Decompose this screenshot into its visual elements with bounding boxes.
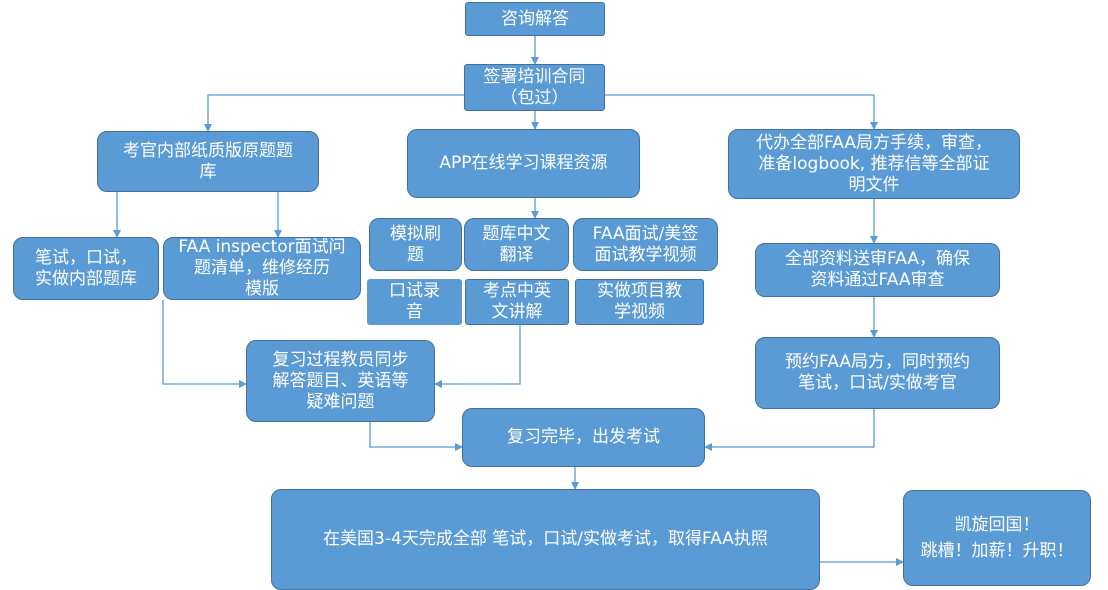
book-exam-node: 预约FAA局方，同时预约 笔试，口试/实做考官	[755, 337, 1000, 409]
consult-node: 咨询解答	[465, 2, 605, 36]
app-resources-node: APP在线学习课程资源	[407, 129, 640, 198]
oral-audio-node: 口试录 音	[367, 279, 462, 325]
practical-video-node: 实做项目教 学视频	[575, 279, 704, 325]
arrow-teacher-review	[369, 422, 463, 451]
mock-drill-node: 模拟刷 题	[369, 218, 462, 271]
arrow-book-review	[704, 409, 875, 451]
submit-faa-node: 全部资料送审FAA，确保 资料通过FAA审查	[755, 243, 1000, 297]
inspector-list-node: FAA inspector面试问 题清单，维修经历 模版	[163, 237, 361, 300]
exam-prep-node: 笔试，口试， 实做内部题库	[13, 237, 159, 300]
review-done-node: 复习完毕，出发考试	[462, 408, 705, 467]
question-bank-node: 考官内部纸质版原题题 库	[97, 131, 319, 192]
return-home-node: 凯旋回国！ 跳槽！加薪！升职！	[903, 490, 1091, 586]
teacher-sync-node: 复习过程教员同步 解答题目、英语等 疑难问题	[246, 340, 435, 422]
arrow-contract-faa-services	[605, 94, 878, 130]
arrow-contract-question-bank	[204, 94, 464, 132]
faa-services-node: 代办全部FAA局方手续，审查， 准备logbook, 推荐信等全部证 明文件	[728, 129, 1020, 199]
key-points-node: 考点中英 文讲解	[465, 279, 569, 325]
contract-node: 签署培训合同 （包过）	[464, 64, 605, 111]
arrow-inspector-teacher	[162, 300, 247, 388]
interview-video-node: FAA面试/美签 面试教学视频	[573, 218, 718, 271]
usa-exam-node: 在美国3-4天完成全部 笔试，口试/实做考试，取得FAA执照	[271, 489, 820, 590]
arrow-keypoints-teacher	[434, 325, 521, 388]
bank-translation-node: 题库中文 翻译	[464, 218, 569, 271]
